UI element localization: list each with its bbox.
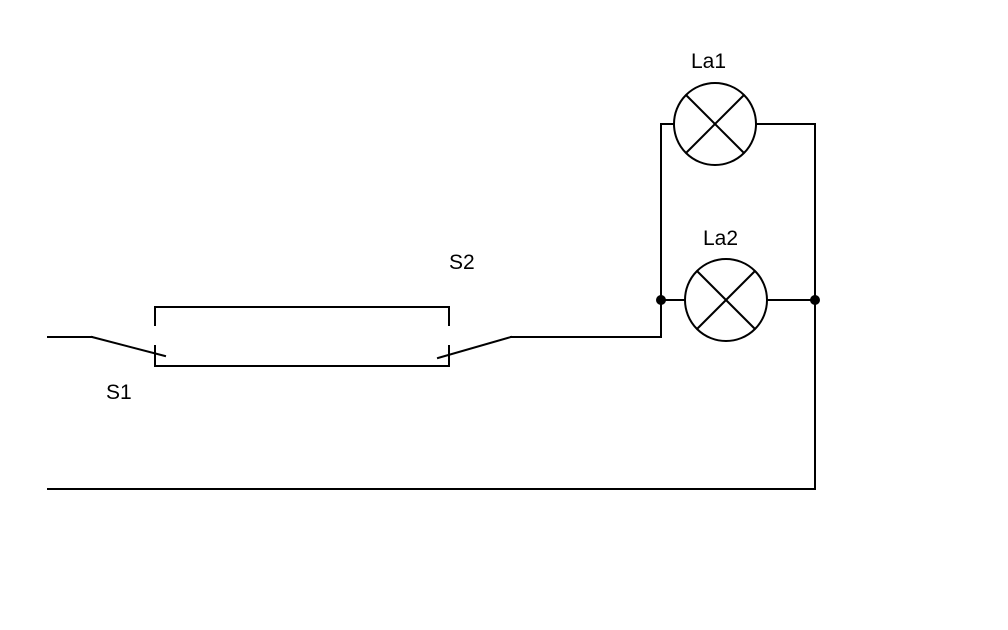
switch-s1-blade: [90, 335, 167, 358]
wire-switched-output: [510, 123, 676, 338]
junction-dot-right: [810, 295, 820, 305]
lamp-la1: [673, 82, 757, 166]
switch-s2-label: S2: [449, 251, 475, 274]
lamp-la2-label: La2: [703, 227, 739, 250]
switch-s2-blade: [436, 335, 513, 360]
junction-dot-left: [656, 295, 666, 305]
lamp-la1-label: La1: [691, 50, 727, 73]
switch-s1-label: S1: [106, 381, 132, 404]
traveler-wire-upper: [154, 306, 450, 326]
lamp-la2: [684, 258, 768, 342]
wire-return-neutral: [47, 123, 816, 490]
